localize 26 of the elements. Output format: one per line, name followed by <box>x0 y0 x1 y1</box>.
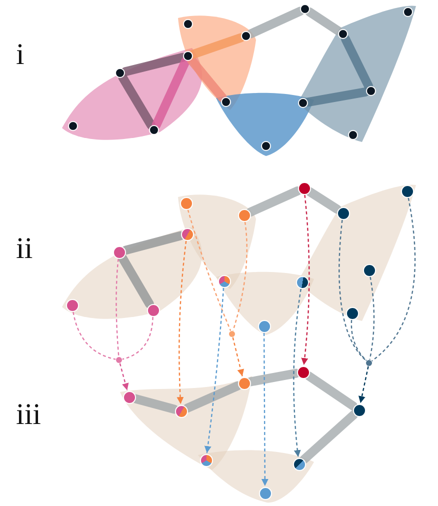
hyperedge-band <box>182 381 242 413</box>
dashed-arrow <box>119 363 129 390</box>
panel-label: iii <box>16 400 42 430</box>
panel-label: ii <box>16 234 33 264</box>
hyperedge-band <box>305 187 342 214</box>
hyperedge-band <box>118 254 154 308</box>
panel-label: i <box>16 40 24 70</box>
dashed-arrow <box>293 288 302 458</box>
hyperedge-band <box>118 73 156 130</box>
dashed-arrow <box>301 194 310 366</box>
dashed-arrow <box>261 333 268 486</box>
hyperedge-band <box>188 33 246 59</box>
hyperedge-band <box>246 186 302 217</box>
dashed-arrow <box>176 240 187 404</box>
hyperedge-band <box>152 56 190 130</box>
dashed-arrow <box>232 337 244 376</box>
hyperedge-band <box>187 56 227 102</box>
hyperedge-band <box>121 231 185 255</box>
hyperedge-band <box>131 394 179 414</box>
hyperedge-band <box>300 410 358 464</box>
hyperedge-band <box>305 8 343 36</box>
dashed-arrow <box>204 288 224 454</box>
dashed-arrow <box>358 366 369 404</box>
hyperedge-band <box>246 6 304 38</box>
hyperedge-band <box>246 368 301 386</box>
hyperedge-band <box>304 371 358 411</box>
